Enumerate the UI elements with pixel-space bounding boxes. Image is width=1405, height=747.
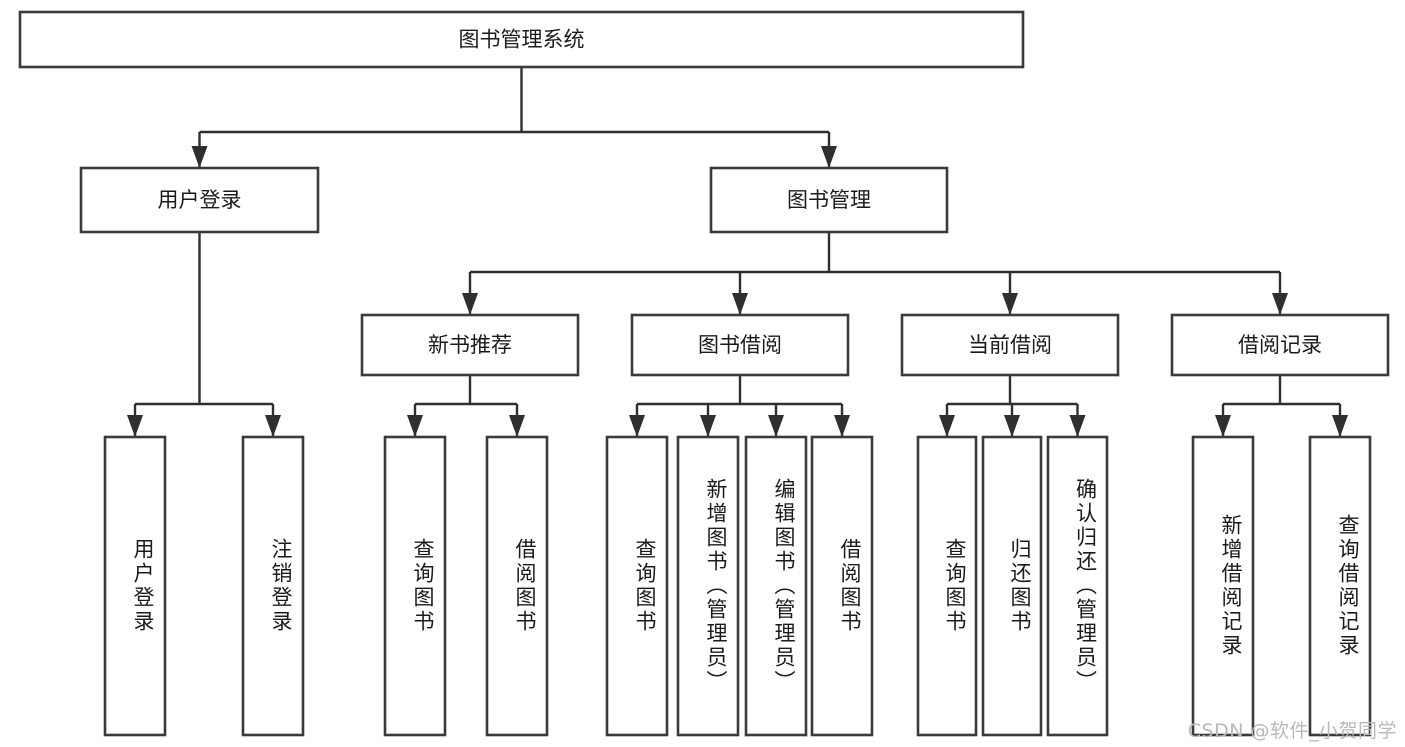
node-box-user-login[interactable]: [79, 166, 320, 234]
arrow-head-icon-leaf-query-book-bor: [629, 415, 645, 437]
node-root[interactable]: 图书管理系统: [18, 10, 1025, 69]
node-user-login[interactable]: 用户登录: [79, 166, 320, 234]
node-label-leaf-return-book: 归还图书: [1008, 538, 1032, 634]
node-book-borrow[interactable]: 图书借阅: [630, 313, 850, 377]
node-box-borrow-record[interactable]: [1170, 313, 1390, 377]
node-label-leaf-query-book-cur: 查询图书: [943, 538, 967, 634]
node-leaf-query-borrow-record[interactable]: 查询借阅记录: [1308, 435, 1372, 737]
node-box-leaf-borrow-book-rec[interactable]: [485, 435, 549, 737]
node-box-new-book-rec[interactable]: [360, 313, 580, 377]
arrow-head-icon-book-manage: [821, 146, 837, 168]
node-box-leaf-return-book[interactable]: [981, 435, 1043, 737]
node-label-leaf-user-logout: 注销登录: [269, 538, 293, 634]
node-leaf-edit-book-admin[interactable]: 编辑图书（管理员）: [744, 435, 808, 737]
node-borrow-record[interactable]: 借阅记录: [1170, 313, 1390, 377]
csdn-watermark: CSDN @软件_小贺同学: [1187, 720, 1397, 742]
node-leaf-query-book-cur[interactable]: 查询图书: [916, 435, 978, 737]
node-label-leaf-add-book-admin: 新增图书（管理员）: [704, 478, 728, 694]
node-label-leaf-query-book-bor: 查询图书: [633, 538, 657, 634]
node-box-book-manage[interactable]: [709, 166, 949, 234]
node-label-borrow-record: 借阅记录: [1238, 333, 1322, 357]
node-box-leaf-query-book-cur[interactable]: [916, 435, 978, 737]
node-label-new-book-rec: 新书推荐: [428, 333, 512, 357]
node-box-leaf-query-book-bor[interactable]: [605, 435, 669, 737]
arrow-head-icon-leaf-borrow-book-rec: [509, 415, 525, 437]
arrow-head-icon-leaf-add-book-admin: [700, 415, 716, 437]
arrow-head-icon-user-login: [191, 146, 208, 168]
arrow-head-icon-leaf-user-login: [127, 415, 143, 437]
arrow-head-icon-leaf-edit-book-admin: [768, 415, 784, 437]
arrow-head-icon-new-book-rec: [462, 293, 478, 315]
node-book-manage[interactable]: 图书管理: [709, 166, 949, 234]
node-box-leaf-user-login[interactable]: [103, 435, 167, 737]
node-box-leaf-add-borrow-record[interactable]: [1191, 435, 1255, 737]
node-label-leaf-borrow-book-rec: 借阅图书: [513, 538, 537, 634]
arrow-head-icon-current-borrow: [1002, 293, 1018, 315]
arrow-head-icon-leaf-user-logout: [265, 415, 281, 437]
node-leaf-borrow-book-rec[interactable]: 借阅图书: [485, 435, 549, 737]
connector-lines-group: [127, 67, 1348, 437]
node-box-leaf-query-borrow-record[interactable]: [1308, 435, 1372, 737]
node-box-leaf-query-book-rec[interactable]: [383, 435, 447, 737]
node-leaf-borrow-book-bor[interactable]: 借阅图书: [810, 435, 874, 737]
arrow-head-icon-leaf-return-book: [1004, 415, 1020, 437]
nodes-group: 图书管理系统用户登录图书管理新书推荐图书借阅当前借阅借阅记录用户登录注销登录查询…: [18, 10, 1390, 737]
node-label-book-borrow: 图书借阅: [698, 333, 782, 357]
node-label-root: 图书管理系统: [459, 28, 585, 52]
arrow-head-icon-leaf-query-book-cur: [939, 415, 955, 437]
arrow-head-icon-leaf-confirm-return-admin: [1069, 415, 1086, 437]
node-current-borrow[interactable]: 当前借阅: [900, 313, 1120, 377]
node-label-current-borrow: 当前借阅: [968, 333, 1052, 357]
arrow-head-icon-borrow-record: [1272, 293, 1288, 315]
arrow-head-icon-leaf-query-book-rec: [407, 415, 423, 437]
node-leaf-user-logout[interactable]: 注销登录: [241, 435, 305, 737]
node-label-leaf-query-borrow-record: 查询借阅记录: [1336, 514, 1360, 658]
node-label-leaf-user-login: 用户登录: [131, 538, 155, 634]
node-leaf-user-login[interactable]: 用户登录: [103, 435, 167, 737]
node-label-leaf-query-book-rec: 查询图书: [411, 538, 435, 634]
node-box-current-borrow[interactable]: [900, 313, 1120, 377]
arrow-head-icon-leaf-add-borrow-record: [1215, 415, 1231, 437]
arrow-head-icon-leaf-query-borrow-record: [1332, 415, 1348, 437]
node-box-root[interactable]: [18, 10, 1025, 69]
node-label-leaf-borrow-book-bor: 借阅图书: [838, 538, 862, 634]
node-leaf-query-book-bor[interactable]: 查询图书: [605, 435, 669, 737]
arrow-head-icon-book-borrow: [732, 293, 748, 315]
node-leaf-query-book-rec[interactable]: 查询图书: [383, 435, 447, 737]
node-box-leaf-add-book-admin[interactable]: [676, 435, 740, 737]
arrow-head-icon-leaf-borrow-book-bor: [834, 415, 850, 437]
node-box-book-borrow[interactable]: [630, 313, 850, 377]
node-box-leaf-confirm-return-admin[interactable]: [1046, 435, 1109, 737]
node-box-leaf-borrow-book-bor[interactable]: [810, 435, 874, 737]
node-leaf-confirm-return-admin[interactable]: 确认归还（管理员）: [1046, 435, 1109, 737]
node-leaf-add-borrow-record[interactable]: 新增借阅记录: [1191, 435, 1255, 737]
node-leaf-add-book-admin[interactable]: 新增图书（管理员）: [676, 435, 740, 737]
node-leaf-return-book[interactable]: 归还图书: [981, 435, 1043, 737]
node-label-book-manage: 图书管理: [787, 188, 871, 212]
node-label-user-login: 用户登录: [158, 188, 242, 212]
node-label-leaf-add-borrow-record: 新增借阅记录: [1219, 514, 1243, 658]
node-label-leaf-edit-book-admin: 编辑图书（管理员）: [772, 478, 796, 694]
node-new-book-rec[interactable]: 新书推荐: [360, 313, 580, 377]
node-box-leaf-edit-book-admin[interactable]: [744, 435, 808, 737]
node-label-leaf-confirm-return-admin: 确认归还（管理员）: [1074, 478, 1098, 694]
node-box-leaf-user-logout[interactable]: [241, 435, 305, 737]
